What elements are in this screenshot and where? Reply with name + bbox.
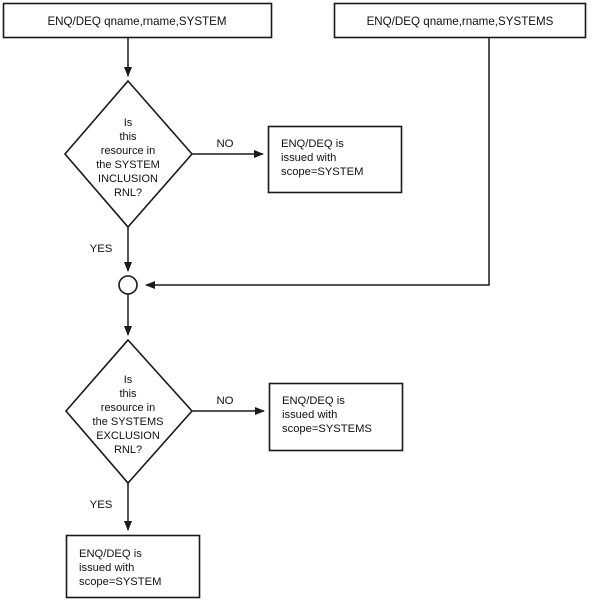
junction-circle[interactable] bbox=[118, 275, 138, 295]
result-scope-systems-line-3: scope=SYSTEMS bbox=[282, 423, 372, 435]
node-start-system[interactable]: ENQ/DEQ qname,rname,SYSTEM bbox=[2, 2, 273, 39]
start-system-box[interactable] bbox=[2, 2, 273, 39]
edge-label-decision2-no: NO bbox=[216, 395, 233, 407]
node-decision-systems-exclusion[interactable]: Is this resource in the SYSTEMS EXCLUSIO… bbox=[64, 338, 194, 485]
edge-label-decision1-yes: YES bbox=[90, 243, 113, 255]
result-scope-systems-line-2: issued with bbox=[282, 409, 337, 421]
result-scope-system-2-box[interactable] bbox=[65, 534, 201, 599]
decision2-line-4: the SYSTEMS bbox=[93, 416, 164, 428]
decision2-diamond[interactable] bbox=[64, 338, 194, 485]
result-scope-system-2-line-2: issued with bbox=[79, 562, 134, 574]
decision2-line-3: resource in bbox=[101, 402, 155, 414]
node-decision-system-inclusion[interactable]: Is this resource in the SYSTEM INCLUSION… bbox=[63, 79, 194, 229]
decision1-line-2: this bbox=[119, 131, 137, 143]
node-result-scope-system-1[interactable]: ENQ/DEQ is issued with scope=SYSTEM bbox=[267, 125, 403, 194]
result-scope-system-1-line-2: issued with bbox=[281, 152, 336, 164]
decision1-line-4: the SYSTEM bbox=[96, 159, 160, 171]
decision1-diamond[interactable] bbox=[63, 79, 194, 229]
start-systems-box[interactable] bbox=[333, 2, 587, 39]
result-scope-system-1-line-1: ENQ/DEQ is bbox=[281, 138, 344, 150]
start-systems-label: ENQ/DEQ qname,rname,SYSTEMS bbox=[367, 15, 554, 28]
decision1-line-6: RNL? bbox=[114, 187, 142, 199]
connector-start-systems-to-junction bbox=[145, 38, 490, 289]
node-result-scope-system-2[interactable]: ENQ/DEQ is issued with scope=SYSTEM bbox=[65, 534, 201, 599]
decision1-line-5: INCLUSION bbox=[98, 173, 158, 185]
result-scope-system-1-box[interactable] bbox=[267, 125, 403, 194]
decision2-line-1: Is bbox=[124, 374, 133, 386]
result-scope-systems-line-1: ENQ/DEQ is bbox=[282, 395, 345, 407]
result-scope-system-2-line-3: scope=SYSTEM bbox=[79, 576, 161, 588]
decision1-line-3: resource in bbox=[101, 145, 155, 157]
result-scope-system-2-line-1: ENQ/DEQ is bbox=[79, 548, 142, 560]
node-start-systems[interactable]: ENQ/DEQ qname,rname,SYSTEMS bbox=[333, 2, 587, 39]
start-system-label: ENQ/DEQ qname,rname,SYSTEM bbox=[47, 15, 226, 28]
edge-label-decision2-yes: YES bbox=[90, 499, 113, 511]
decision1-line-1: Is bbox=[124, 117, 133, 129]
result-scope-systems-box[interactable] bbox=[268, 382, 404, 452]
decision2-line-2: this bbox=[119, 388, 137, 400]
edge-label-decision1-no: NO bbox=[216, 138, 233, 150]
result-scope-system-1-line-3: scope=SYSTEM bbox=[281, 166, 363, 178]
node-result-scope-systems[interactable]: ENQ/DEQ is issued with scope=SYSTEMS bbox=[268, 382, 404, 452]
decision2-line-6: RNL? bbox=[114, 444, 142, 456]
decision2-line-5: EXCLUSION bbox=[96, 430, 160, 442]
node-junction[interactable] bbox=[118, 275, 138, 295]
